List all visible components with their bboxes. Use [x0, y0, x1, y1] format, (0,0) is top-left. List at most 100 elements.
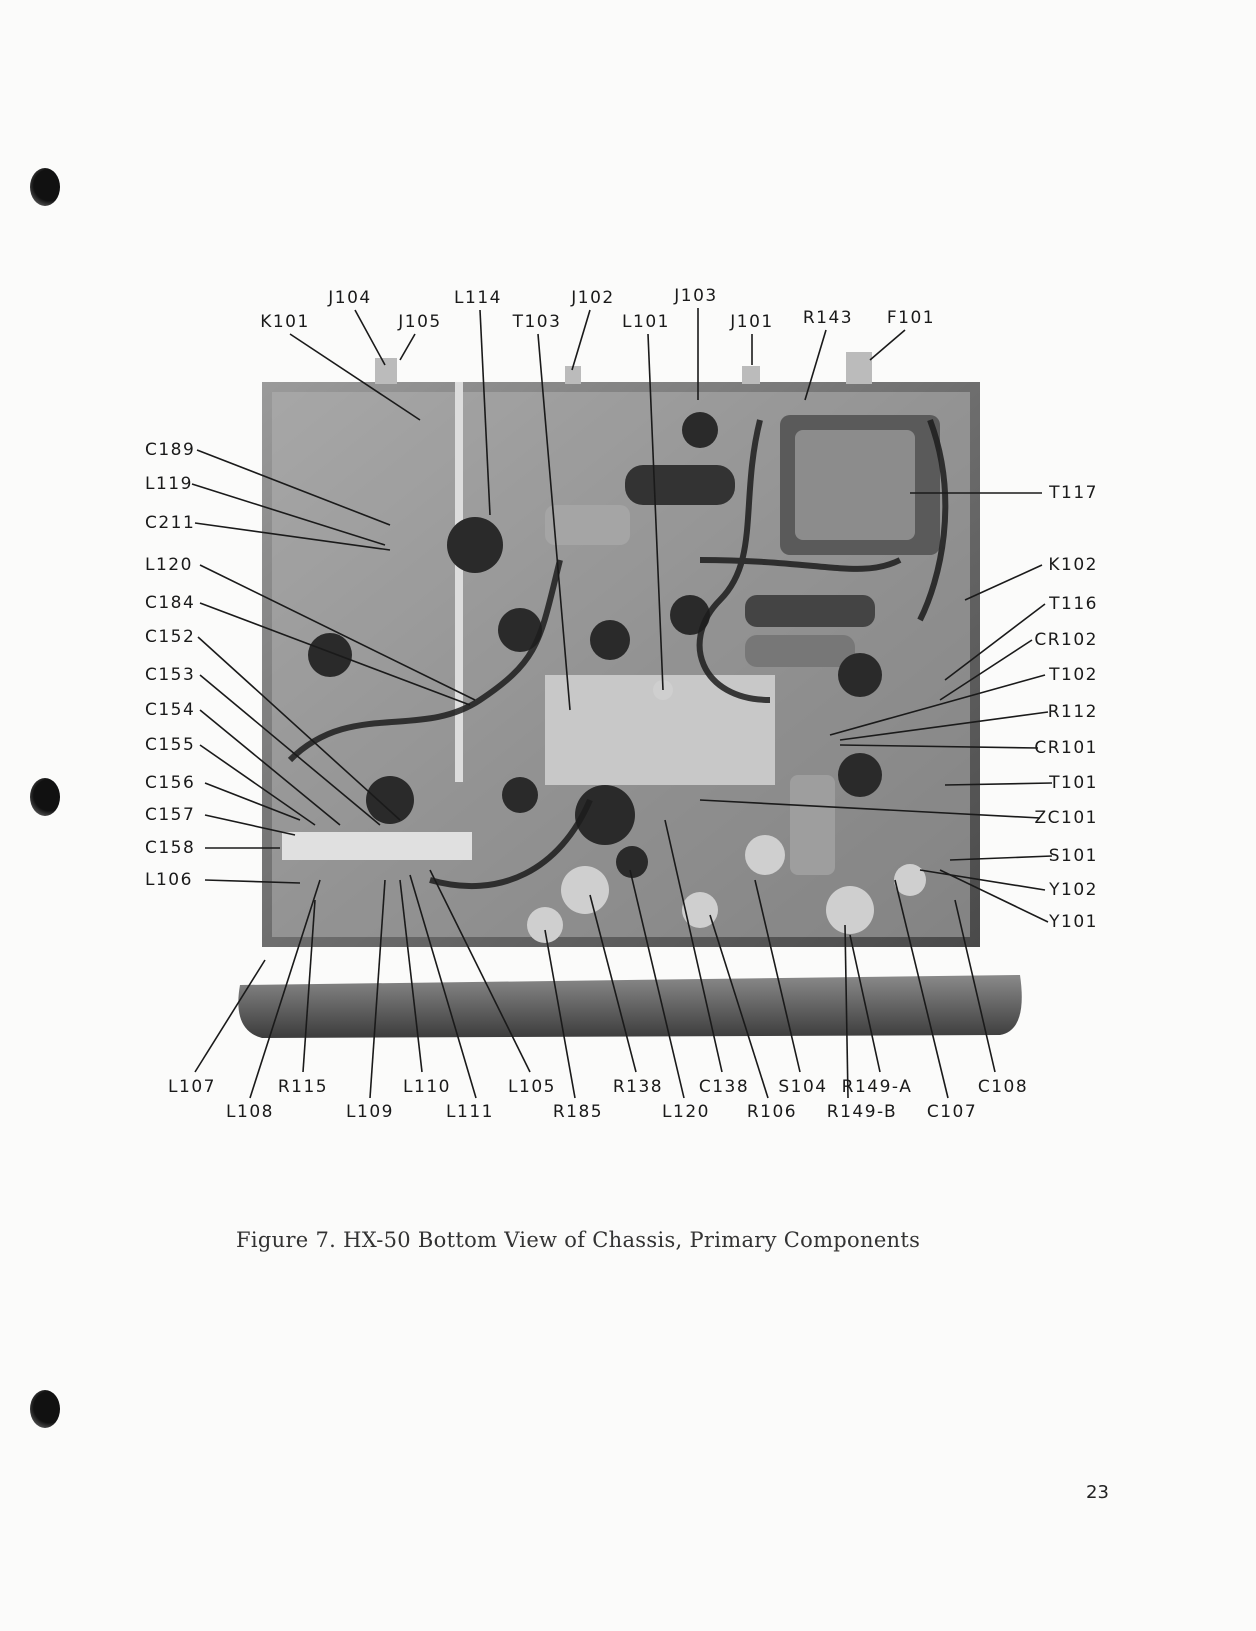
- leader-line-c152: [197, 636, 401, 821]
- leader-line-r115: [302, 899, 316, 1073]
- callout-c189: C189: [145, 440, 196, 460]
- callout-t117: T117: [1049, 483, 1098, 503]
- callout-s101: S101: [1048, 846, 1098, 866]
- callout-j104: J104: [328, 288, 372, 308]
- leader-line-s104: [754, 879, 801, 1073]
- figure-caption: Figure 7. HX-50 Bottom View of Chassis, …: [236, 1228, 921, 1252]
- leader-line-r138: [589, 894, 637, 1073]
- leader-line-r149-b: [844, 924, 849, 1099]
- callout-l111: L111: [446, 1102, 494, 1122]
- callout-r115: R115: [277, 1077, 329, 1097]
- leader-line-l106: [204, 879, 301, 884]
- callout-cr102: CR102: [1034, 630, 1098, 650]
- callout-c184: C184: [145, 593, 196, 613]
- callout-t116: T116: [1049, 594, 1098, 614]
- callout-k102: K102: [1048, 555, 1098, 575]
- callout-s104: S104: [778, 1077, 828, 1097]
- leader-line-t116: [944, 603, 1046, 681]
- leader-line-t102: [829, 674, 1046, 736]
- callout-r112: R112: [1047, 702, 1098, 722]
- callout-t102: T102: [1049, 665, 1098, 685]
- leader-line-l110: [399, 879, 423, 1073]
- leader-line-c108: [954, 899, 996, 1073]
- leader-line-j102: [571, 309, 591, 371]
- callout-l106: L106: [145, 870, 193, 890]
- callout-l120: L120: [662, 1102, 710, 1122]
- callout-l107: L107: [168, 1077, 216, 1097]
- callout-j101: J101: [730, 312, 774, 332]
- callout-l108: L108: [226, 1102, 274, 1122]
- callout-t103: T103: [512, 312, 562, 332]
- leader-line-y101: [939, 869, 1049, 923]
- leader-line-r149-a: [849, 934, 881, 1073]
- callout-c211: C211: [145, 513, 196, 533]
- leader-line-l109: [369, 879, 386, 1099]
- leader-line-zc101: [699, 799, 1041, 819]
- leader-line-r106: [709, 914, 769, 1099]
- leader-line-t101: [944, 782, 1053, 786]
- front-panel: [238, 975, 1022, 1038]
- leader-line-k102: [964, 564, 1043, 601]
- leader-line-f101: [869, 329, 906, 361]
- binder-hole: [30, 1390, 60, 1428]
- callout-r149-a: R149-A: [841, 1077, 913, 1097]
- leader-line-t103: [537, 333, 571, 711]
- callout-r143: R143: [802, 308, 854, 328]
- leader-line-j104: [354, 309, 386, 366]
- leader-line-r112: [839, 711, 1049, 741]
- leader-line-c184: [199, 602, 471, 706]
- leader-line-c107: [894, 879, 949, 1099]
- leader-line-c153: [199, 674, 381, 826]
- callout-r149-b: R149-B: [826, 1102, 898, 1122]
- leader-line-l120: [629, 869, 685, 1099]
- leader-line-l119: [191, 483, 386, 546]
- callout-j102: J102: [571, 288, 615, 308]
- leader-line-c157: [204, 814, 296, 836]
- callout-c152: C152: [145, 627, 196, 647]
- callout-j103: J103: [674, 286, 718, 306]
- callout-r106: R106: [746, 1102, 798, 1122]
- callout-l110: L110: [403, 1077, 451, 1097]
- callout-zc101: ZC101: [1034, 808, 1098, 828]
- callout-l119: L119: [145, 474, 193, 494]
- leader-line-s101: [949, 855, 1053, 861]
- leader-line-l101: [647, 333, 664, 691]
- callout-c108: C108: [977, 1077, 1029, 1097]
- leader-line-l108: [249, 879, 321, 1099]
- callout-cr101: CR101: [1034, 738, 1098, 758]
- callout-l120: L120: [145, 555, 193, 575]
- callout-c158: C158: [145, 838, 196, 858]
- leader-line-k101: [289, 333, 421, 421]
- leader-line-c189: [196, 449, 391, 526]
- leader-line-y102: [919, 869, 1046, 891]
- leader-line-l114: [479, 309, 491, 516]
- callout-c107: C107: [926, 1102, 978, 1122]
- callout-c156: C156: [145, 773, 196, 793]
- leader-line-l107: [194, 959, 266, 1073]
- callout-j105: J105: [398, 312, 442, 332]
- binder-hole: [30, 778, 60, 816]
- leader-line-cr101: [839, 744, 1039, 749]
- leader-line-l111: [409, 874, 477, 1099]
- leader-line-r185: [544, 929, 576, 1099]
- callout-l105: L105: [508, 1077, 556, 1097]
- leader-line-l120: [199, 564, 476, 701]
- callout-l101: L101: [622, 312, 670, 332]
- callout-t101: T101: [1049, 773, 1098, 793]
- leader-line-c155: [199, 744, 316, 826]
- callout-c153: C153: [145, 665, 196, 685]
- leader-line-j105: [399, 333, 416, 361]
- page-number: 23: [1086, 1482, 1109, 1503]
- binder-hole: [30, 168, 60, 206]
- callout-c157: C157: [145, 805, 196, 825]
- callout-y101: Y101: [1049, 912, 1098, 932]
- callout-f101: F101: [886, 308, 936, 328]
- callout-y102: Y102: [1049, 880, 1098, 900]
- leader-line-c154: [199, 709, 341, 826]
- callout-l114: L114: [454, 288, 502, 308]
- leader-line-c138: [664, 819, 723, 1073]
- leader-line-l105: [429, 869, 531, 1073]
- callout-c155: C155: [145, 735, 196, 755]
